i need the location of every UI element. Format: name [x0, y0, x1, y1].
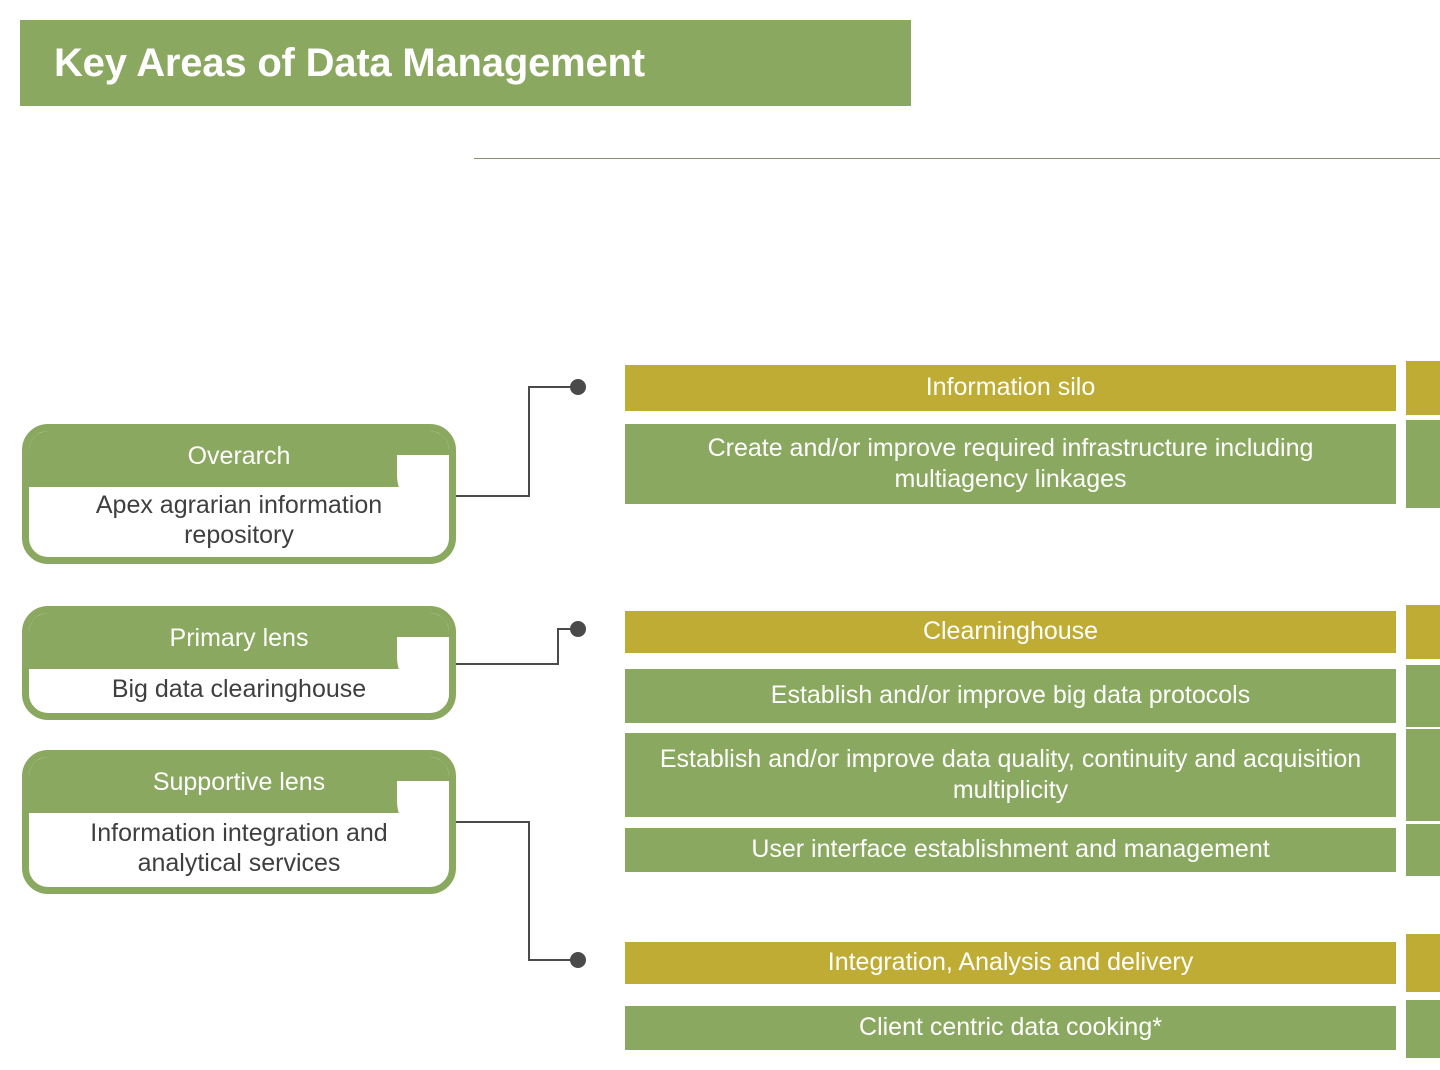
group-item-clearninghouse-2[interactable]: Establish and/or improve data quality, c…: [625, 733, 1396, 817]
group-item-clearninghouse-3-strip: [1406, 824, 1440, 876]
connector-dot-supportive-lens: [570, 952, 586, 968]
group-item-clearninghouse-1-label: Establish and/or improve big data protoc…: [770, 681, 1251, 710]
card-supportive-lens-body-label: Information integration and analytical s…: [90, 818, 388, 878]
group-heading-information-silo-label: Information silo: [925, 373, 1096, 402]
group-item-silo-1[interactable]: Create and/or improve required infrastru…: [625, 424, 1396, 504]
card-supportive-lens[interactable]: Supportive lens Information integration …: [22, 750, 456, 894]
group-item-clearninghouse-2-strip: [1406, 729, 1440, 821]
card-primary-lens-header-label: Primary lens: [169, 624, 309, 653]
page-title: Key Areas of Data Management: [54, 41, 645, 85]
card-overarch-header-label: Overarch: [187, 442, 291, 471]
card-primary-lens-body-label: Big data clearinghouse: [111, 674, 367, 703]
card-overarch[interactable]: Overarch Apex agrarian information repos…: [22, 424, 456, 564]
card-overarch-header: Overarch: [29, 431, 449, 517]
group-item-clearninghouse-1-strip: [1406, 665, 1440, 727]
group-heading-information-silo-strip: [1406, 361, 1440, 415]
card-supportive-lens-body: Information integration and analytical s…: [29, 813, 449, 887]
group-heading-integration-strip: [1406, 934, 1440, 992]
group-heading-information-silo[interactable]: Information silo: [625, 365, 1396, 411]
card-supportive-lens-header: Supportive lens: [29, 757, 449, 843]
connector-dot-overarch: [570, 379, 586, 395]
card-primary-lens[interactable]: Primary lens Big data clearinghouse: [22, 606, 456, 720]
group-heading-integration[interactable]: Integration, Analysis and delivery: [625, 942, 1396, 984]
header-divider: [474, 158, 1440, 159]
group-item-clearninghouse-3[interactable]: User interface establishment and managem…: [625, 828, 1396, 872]
card-primary-lens-body: Big data clearinghouse: [29, 669, 449, 713]
group-item-integration-1[interactable]: Client centric data cooking*: [625, 1006, 1396, 1050]
group-item-integration-1-strip: [1406, 1000, 1440, 1058]
card-primary-lens-header: Primary lens: [29, 613, 449, 699]
group-heading-clearninghouse[interactable]: Clearninghouse: [625, 611, 1396, 653]
group-item-clearninghouse-2-label: Establish and/or improve data quality, c…: [659, 744, 1362, 804]
card-overarch-body-label: Apex agrarian information repository: [95, 490, 383, 550]
card-overarch-body: Apex agrarian information repository: [29, 487, 449, 557]
connector-overarch: [456, 386, 573, 497]
title-bar: Key Areas of Data Management: [20, 20, 911, 106]
group-item-silo-1-strip: [1406, 420, 1440, 508]
group-heading-clearninghouse-strip: [1406, 605, 1440, 659]
group-item-clearninghouse-1[interactable]: Establish and/or improve big data protoc…: [625, 669, 1396, 723]
group-heading-clearninghouse-label: Clearninghouse: [922, 617, 1099, 646]
group-item-integration-1-label: Client centric data cooking*: [859, 1013, 1162, 1042]
group-item-silo-1-label: Create and/or improve required infrastru…: [707, 433, 1314, 493]
connector-primary-lens: [456, 628, 573, 665]
card-supportive-lens-header-label: Supportive lens: [152, 768, 326, 797]
connector-supportive-lens: [456, 821, 573, 961]
connector-dot-primary-lens: [570, 621, 586, 637]
group-heading-integration-label: Integration, Analysis and delivery: [827, 948, 1194, 977]
group-item-clearninghouse-3-label: User interface establishment and managem…: [751, 835, 1270, 864]
